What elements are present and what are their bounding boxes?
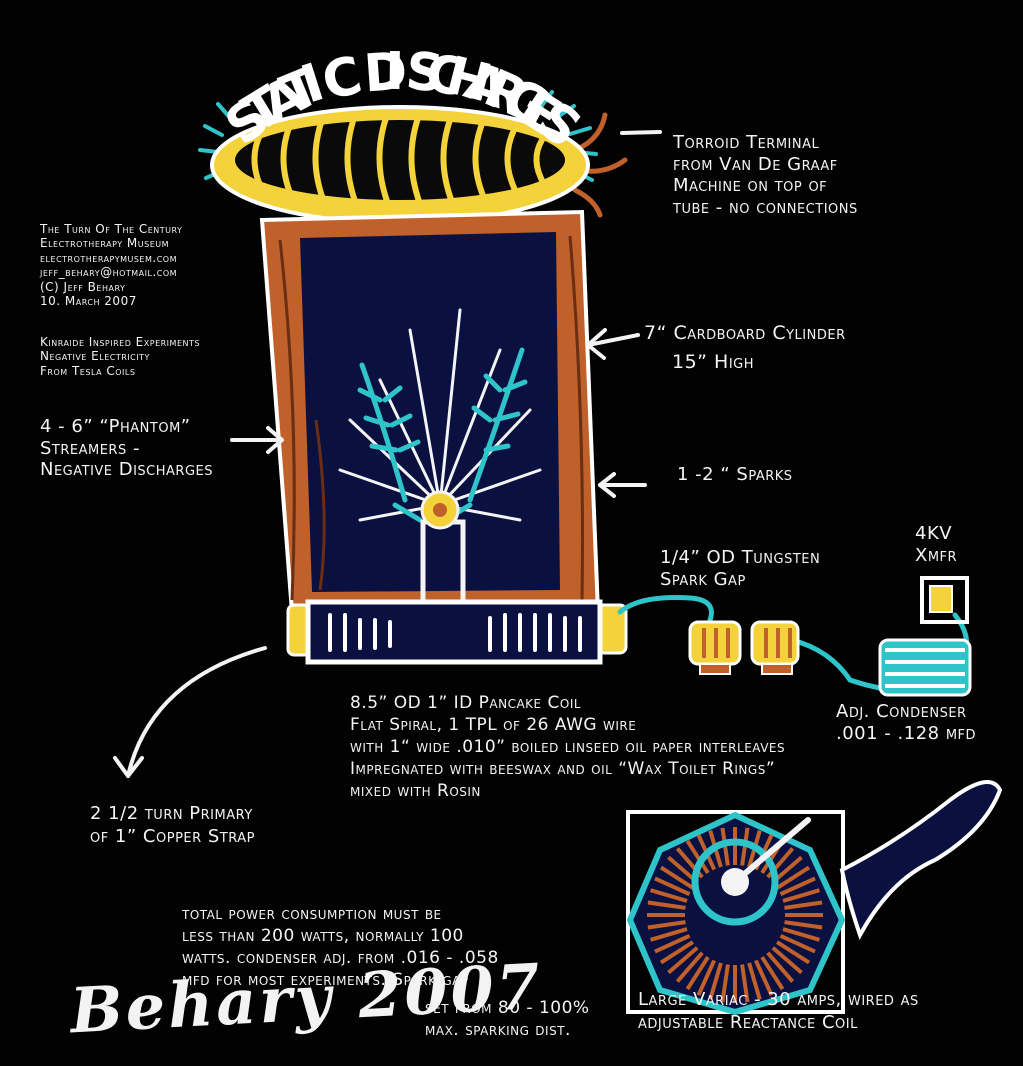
pancake-label-line: mixed with Rosin xyxy=(350,781,481,802)
variac-winding xyxy=(675,951,704,983)
variac-winding xyxy=(784,920,823,930)
variac-winding xyxy=(740,964,750,1003)
variac-winding xyxy=(685,839,710,875)
variac-winding xyxy=(650,927,688,942)
pancake-coil-label: 8.5” OD 1” ID Pancake Coil Flat Spiral, … xyxy=(350,692,785,802)
torroid-label: Torroid Terminal from Van De Graaf Machi… xyxy=(673,132,858,218)
condenser-label-line: Adj. Condenser xyxy=(836,701,967,722)
variac-winding xyxy=(784,900,823,910)
transformer-label-line: 4KV xyxy=(915,523,953,544)
primary-label-line: of 1” Copper Strap xyxy=(90,826,255,848)
spark-gap-label-line: 1/4” OD Tungsten xyxy=(660,547,821,568)
experiment-info: Kinraide Inspired Experiments Negative E… xyxy=(40,335,200,378)
cardboard-cylinder xyxy=(259,209,601,614)
pancake-label-line: 8.5” OD 1” ID Pancake Coil xyxy=(350,693,582,713)
variac-winding xyxy=(775,865,811,890)
torroid-label-line: Torroid Terminal xyxy=(673,132,820,153)
variac-winding xyxy=(685,955,710,991)
power-note-line: watts. condenser adj. from .016 - .058 xyxy=(182,948,499,969)
variac-winding xyxy=(647,900,686,910)
variac-winding xyxy=(696,959,717,996)
variac-winding xyxy=(667,946,699,975)
variac-winding xyxy=(650,888,688,903)
museum-line: 10. March 2007 xyxy=(40,293,137,308)
cylinder-height-label: 15” High xyxy=(672,351,755,373)
spark-gap-setting-line: set from 80 - 100% xyxy=(425,998,590,1018)
variac-winding xyxy=(708,962,723,1000)
streamers-label-line: Negative Discharges xyxy=(40,459,214,481)
variac-winding xyxy=(766,951,795,983)
museum-line: jeff_behary@hotmail.com xyxy=(40,265,178,280)
torroid-terminal xyxy=(198,90,628,225)
cylinder-label: 7“ Cardboard Cylinder xyxy=(644,322,846,344)
variac-winding xyxy=(659,940,695,965)
spark-gap-label-line: Spark Gap xyxy=(660,568,746,590)
torroid-label-line: Machine on top of xyxy=(673,175,828,197)
variac-winding xyxy=(659,865,695,890)
pancake-label-line: with 1“ wide .010” boiled linseed oil pa… xyxy=(350,737,786,758)
museum-line: electrotherapymusem.com xyxy=(40,250,177,265)
variac-winding xyxy=(782,927,820,942)
torroid-label-line: from Van De Graaf xyxy=(673,153,838,175)
variac-winding xyxy=(654,933,691,954)
museum-line: (C) Jeff Behary xyxy=(40,279,126,294)
pancake-coil-base xyxy=(286,599,628,665)
transformer-label-line: Xmfr xyxy=(915,544,958,566)
variac xyxy=(626,780,1003,1016)
variac-winding xyxy=(775,940,811,965)
variac-winding xyxy=(654,876,691,897)
variac-label-line: Large Variac - 30 amps, wired as xyxy=(638,989,919,1010)
streamers-label: 4 - 6” “Phantom” Streamers - Negative Di… xyxy=(40,416,213,481)
variac-winding xyxy=(760,955,785,991)
annotation-arrows xyxy=(113,130,662,778)
primary-label-line: 2 1/2 turn Primary xyxy=(90,803,253,824)
transformer-label: 4KV Xmfr xyxy=(915,523,957,566)
transformer xyxy=(920,576,969,624)
experiment-line: From Tesla Coils xyxy=(40,363,136,378)
power-note-line: mfd for most experiments. Spark gap xyxy=(182,970,469,991)
spark-gap-setting-line: max. sparking dist. xyxy=(425,1020,571,1041)
power-note-line: total power consumption must be xyxy=(182,904,442,924)
torroid-label-line: tube - no connections xyxy=(673,196,858,218)
variac-winding xyxy=(782,888,820,903)
variac-label: Large Variac - 30 amps, wired as adjusta… xyxy=(638,988,919,1035)
torroid-windings xyxy=(251,115,547,207)
spark-gap-setting-note: set from 80 - 100% max. sparking dist. xyxy=(425,997,590,1041)
museum-info: The Turn Of The Century Electrotherapy M… xyxy=(40,222,182,308)
condenser-label-line: .001 - .128 mfd xyxy=(836,722,977,744)
primary-label: 2 1/2 turn Primary of 1” Copper Strap xyxy=(90,802,255,849)
pancake-label-line: Flat Spiral, 1 TPL of 26 AWG wire xyxy=(350,715,637,736)
variac-winding xyxy=(720,964,730,1003)
pancake-label-line: Impregnated with beeswax and oil “Wax To… xyxy=(350,759,776,780)
streamers-label-line: Streamers - xyxy=(40,437,140,459)
variac-winding xyxy=(779,876,816,897)
power-note: total power consumption must be less tha… xyxy=(182,903,499,991)
experiment-line: Kinraide Inspired Experiments xyxy=(40,335,200,349)
variac-winding xyxy=(747,962,762,1000)
variac-winding xyxy=(771,946,803,975)
variac-label-line: adjustable Reactance Coil xyxy=(638,1012,858,1034)
museum-line: Electrotherapy Museum xyxy=(40,236,170,251)
spark-gap xyxy=(688,620,800,675)
condenser-label: Adj. Condenser .001 - .128 mfd xyxy=(836,701,976,744)
power-note-line: less than 200 watts, normally 100 xyxy=(182,926,464,947)
variac-winding xyxy=(753,959,774,996)
sparks-label: 1 -2 “ Sparks xyxy=(677,464,793,485)
condenser xyxy=(878,638,972,697)
museum-line: The Turn Of The Century xyxy=(40,222,183,236)
spark-gap-label: 1/4” OD Tungsten Spark Gap xyxy=(660,547,820,590)
experiment-line: Negative Electricity xyxy=(40,349,150,364)
variac-winding xyxy=(779,933,816,954)
variac-winding xyxy=(647,920,686,930)
title-letter: I xyxy=(384,41,405,103)
streamers-label-line: 4 - 6” “Phantom” xyxy=(40,416,191,437)
